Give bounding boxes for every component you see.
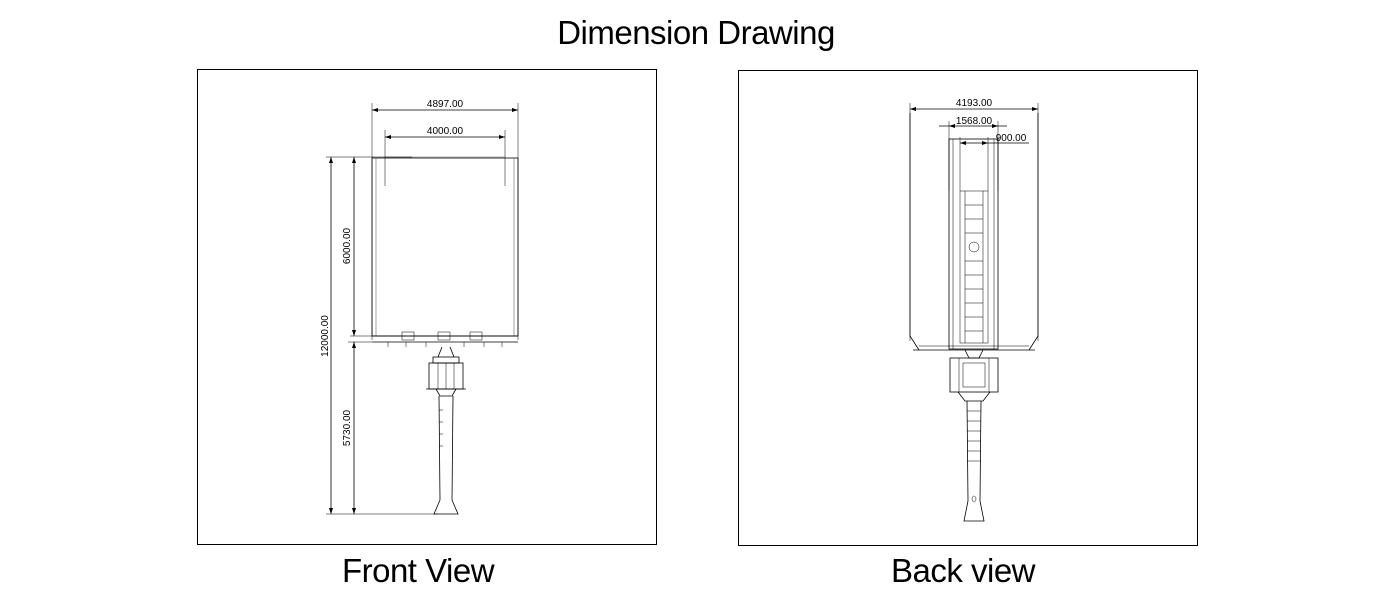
dim-label-board-width: 4000.00 bbox=[427, 126, 464, 137]
dim-label-pole-height: 5730.00 bbox=[342, 409, 353, 446]
dim-label-board-height: 6000.00 bbox=[342, 227, 353, 264]
dim-board-height: 6000.00 bbox=[342, 157, 372, 337]
dim-label-back-ladder-width: 900.00 bbox=[996, 133, 1027, 144]
back-pole-head bbox=[949, 349, 999, 402]
back-pole bbox=[963, 400, 985, 522]
pole bbox=[433, 395, 459, 515]
back-board bbox=[909, 113, 1039, 351]
pole-head bbox=[426, 346, 466, 397]
dim-label-overall-width: 4897.00 bbox=[427, 99, 464, 110]
dim-total-height: 12000.00 bbox=[320, 156, 438, 515]
dim-back-frame-width: 1568.00 bbox=[939, 116, 1007, 191]
front-view-caption: Front View bbox=[341, 552, 495, 589]
page-title: Dimension Drawing bbox=[557, 14, 835, 51]
front-view-panel: 4897.00 4000.00 bbox=[197, 69, 657, 545]
dim-back-ladder-width: 900.00 bbox=[959, 133, 1029, 191]
back-view-drawing: 4193.00 1568.00 900.00 bbox=[909, 98, 1039, 522]
dim-label-total-height: 12000.00 bbox=[320, 315, 331, 357]
billboard-board bbox=[371, 156, 519, 347]
dim-label-back-overall-width: 4193.00 bbox=[956, 98, 993, 109]
back-view-panel: 4193.00 1568.00 900.00 bbox=[738, 70, 1198, 546]
dim-board-width: 4000.00 bbox=[384, 126, 506, 186]
back-frame bbox=[948, 138, 999, 350]
dim-label-back-frame-width: 1568.00 bbox=[956, 116, 993, 127]
back-view-caption: Back view bbox=[890, 552, 1036, 589]
front-view-drawing: 4897.00 4000.00 bbox=[320, 99, 519, 515]
dim-pole-height: 5730.00 bbox=[342, 341, 372, 514]
